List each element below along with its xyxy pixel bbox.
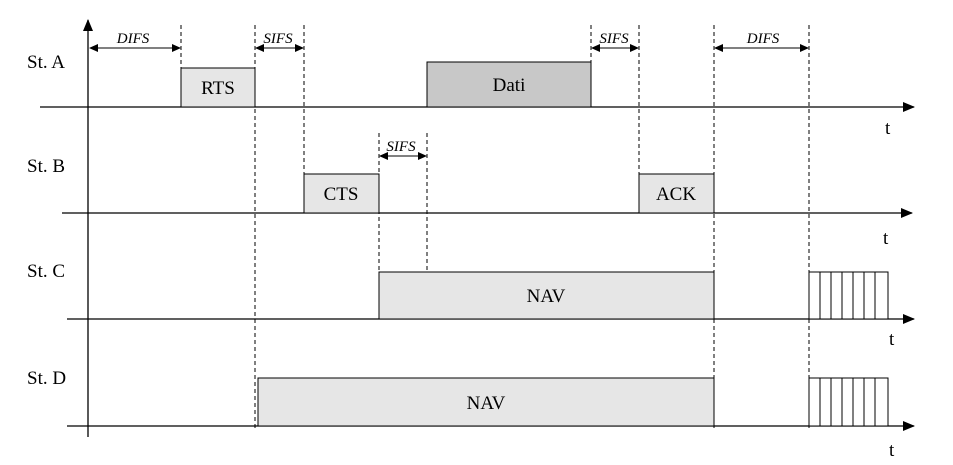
slot xyxy=(841,271,854,320)
ack-frame xyxy=(638,173,715,214)
station-d-label: St. D xyxy=(27,368,66,389)
station-b-time-label: t xyxy=(883,228,889,249)
interval-arrows xyxy=(89,44,809,160)
slot xyxy=(841,377,854,427)
slot xyxy=(874,377,889,427)
slot xyxy=(819,271,832,320)
station-a-label: St. A xyxy=(27,52,65,73)
slot xyxy=(819,377,832,427)
station-d-time-label: t xyxy=(889,440,895,461)
cts-frame xyxy=(303,173,380,214)
station-c-label: St. C xyxy=(27,261,65,282)
sifs-3-label: SIFS xyxy=(599,31,629,47)
slot xyxy=(808,271,821,320)
slot xyxy=(808,377,821,427)
sifs-2-label: SIFS xyxy=(386,139,416,155)
difs-2-label: DIFS xyxy=(746,31,780,47)
slot xyxy=(863,377,876,427)
slot xyxy=(852,271,865,320)
sifs-1-label: SIFS xyxy=(263,31,293,47)
slot xyxy=(863,271,876,320)
nav-d-label: NAV xyxy=(467,393,506,414)
ack-label: ACK xyxy=(656,184,696,205)
nav-c-frame xyxy=(378,271,715,320)
slot xyxy=(852,377,865,427)
data-frame xyxy=(426,61,592,108)
rts-label: RTS xyxy=(201,78,235,99)
rts-frame xyxy=(180,67,256,108)
contention-window-c xyxy=(808,271,889,320)
difs-1-label: DIFS xyxy=(116,31,150,47)
contention-window-d xyxy=(808,377,889,427)
station-c-time-label: t xyxy=(889,329,895,350)
data-label: Dati xyxy=(493,75,526,96)
nav-d-frame xyxy=(257,377,715,427)
nav-c-label: NAV xyxy=(527,286,566,307)
slot xyxy=(830,271,843,320)
slot xyxy=(830,377,843,427)
station-a-time-label: t xyxy=(885,118,891,139)
slot xyxy=(874,271,889,320)
cts-label: CTS xyxy=(324,184,359,205)
station-b-label: St. B xyxy=(27,156,65,177)
